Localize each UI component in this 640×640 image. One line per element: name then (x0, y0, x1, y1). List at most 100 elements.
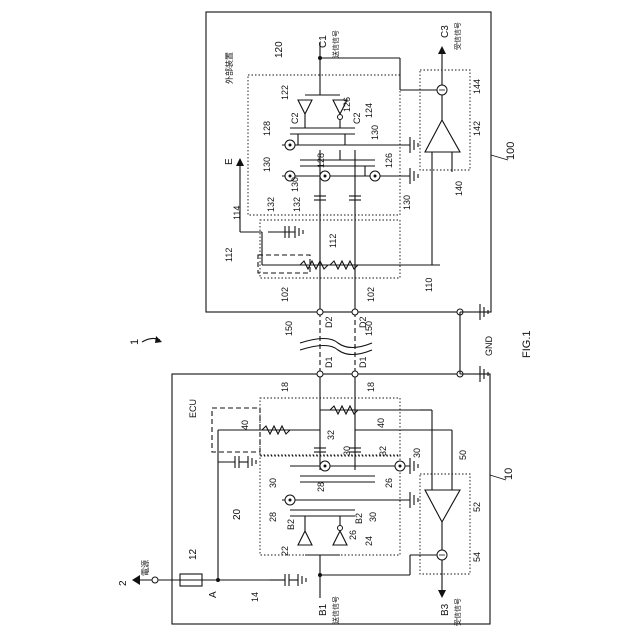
current-source-130-c (370, 171, 380, 181)
ref-26-a: 26 (384, 478, 394, 488)
e-label: E (224, 158, 235, 165)
transistor-pair-upper (290, 128, 355, 145)
transistor-pair-lower (300, 150, 375, 176)
ecu-name: ECU (188, 399, 198, 418)
ref-32-left: 32 (326, 430, 336, 440)
ref-102-right: 102 (366, 287, 376, 302)
ref-114: 114 (232, 206, 242, 220)
ref-30-c: 30 (412, 448, 422, 458)
ref-52: 52 (472, 502, 482, 512)
ref-20: 20 (232, 508, 243, 520)
ref-24: 24 (364, 536, 374, 546)
ref-126-top: 126 (342, 97, 352, 112)
ref-144: 144 (472, 79, 482, 94)
ref-40-left: 40 (240, 420, 250, 430)
ecu-transistor-pair-lower (290, 510, 355, 516)
ref-110: 110 (424, 278, 434, 292)
ref-132-b: 132 (292, 197, 302, 212)
d1-label-right: D1 (358, 356, 368, 368)
node-a-label: A (208, 591, 219, 598)
connector-d2-bottom (317, 371, 323, 377)
d2-label-left: D2 (324, 316, 334, 328)
driver-122 (298, 100, 312, 114)
power-terminal (152, 577, 158, 583)
c1-id: C1 (318, 35, 329, 48)
ref-126-mid: 126 (384, 153, 394, 168)
ref-100: 100 (505, 142, 517, 160)
b1-id: B1 (318, 603, 329, 616)
b3-arrow-icon (438, 590, 446, 598)
ref-28-b: 28 (268, 512, 278, 522)
ref-150-left: 150 (284, 321, 294, 336)
figure-caption: FIG.1 (521, 330, 533, 358)
comparator-142 (425, 120, 460, 152)
ground-symbol-ext-1 (410, 137, 418, 153)
power-ref: 2 (118, 580, 129, 586)
power-arrow-icon (132, 575, 140, 585)
ecu-current-source-30-b (320, 461, 330, 471)
ref-14: 14 (250, 592, 260, 602)
cable-break-mark (300, 339, 372, 348)
driver-24 (333, 531, 347, 545)
ecu-transceiver-box (260, 455, 400, 555)
c2-left: C2 (290, 112, 300, 124)
ref-130-b: 130 (290, 177, 300, 192)
ecu-current-source-30-a (285, 495, 295, 505)
c3-label: 受信信号 (453, 22, 462, 50)
ref-128-top: 128 (262, 121, 272, 136)
driver-24-inverter (338, 526, 343, 531)
c2-right: C2 (352, 112, 362, 124)
ref-30-a: 30 (268, 478, 278, 488)
ref-120: 120 (274, 41, 285, 58)
ref-128-mid: 128 (316, 153, 326, 168)
c3-id: C3 (440, 25, 451, 38)
gnd-label: GND (484, 336, 494, 357)
c3-arrow-icon (438, 46, 446, 54)
ref-10: 10 (503, 468, 515, 480)
ref-112-left: 112 (224, 248, 234, 262)
ref-112-right: 112 (328, 234, 338, 248)
ref-124: 124 (364, 103, 374, 118)
driver-22 (298, 531, 312, 545)
ref-54: 54 (472, 552, 482, 562)
capacitor-14 (270, 574, 306, 586)
system-ref-arrowhead-icon (155, 336, 162, 343)
b3-id: B3 (440, 603, 451, 616)
ref-18-left: 18 (280, 382, 290, 392)
ref-32-right: 32 (378, 446, 388, 456)
comparator-52 (425, 490, 460, 522)
ref-40-right: 40 (376, 418, 386, 428)
d1-label-left: D1 (324, 356, 334, 368)
ref-28-a: 28 (316, 482, 326, 492)
ref-102-left: 102 (280, 287, 290, 302)
ref-30-b: 30 (342, 446, 352, 456)
connector-d1-bottom (352, 371, 358, 377)
ref-130-c: 130 (370, 125, 380, 140)
external-termination-box (260, 220, 400, 278)
ref-132-a: 132 (266, 197, 276, 212)
ecu-ground-symbol-2 (410, 492, 418, 508)
b2-left: B2 (286, 519, 296, 530)
external-cm-dashed-box (258, 255, 310, 273)
connector-d2-top (317, 309, 323, 315)
ref-130-d: 130 (402, 195, 412, 210)
system-ref: 1 (129, 339, 141, 345)
external-device-box (206, 12, 491, 312)
e-arrow-icon (236, 158, 244, 166)
b3-label: 受信信号 (453, 598, 462, 626)
ecu-ground-symbol-1 (410, 458, 418, 474)
adder-54 (437, 550, 447, 560)
ref-130-a: 130 (262, 157, 272, 172)
ref-122: 122 (280, 85, 290, 100)
b1-label: 送信信号 (331, 596, 340, 624)
current-source-130-b (320, 171, 330, 181)
ref-12: 12 (188, 548, 199, 560)
connector-d1-top (352, 309, 358, 315)
ref-50: 50 (458, 450, 468, 460)
external-receiver-box (420, 70, 470, 170)
external-device-name: 外部装置 (224, 52, 234, 84)
ref-30-d: 30 (368, 512, 378, 522)
ref-142: 142 (472, 121, 482, 136)
ref-18-right: 18 (366, 382, 376, 392)
